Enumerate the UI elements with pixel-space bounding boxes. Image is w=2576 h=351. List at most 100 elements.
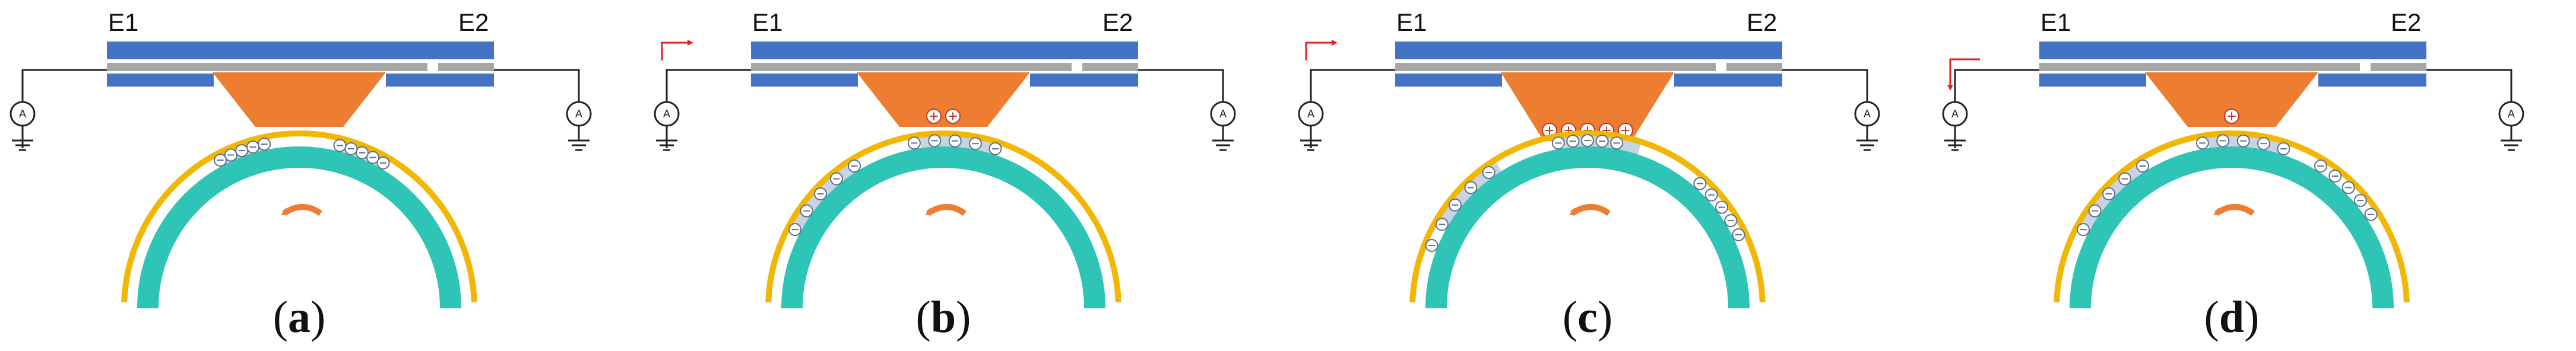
ammeter-label: A <box>1864 108 1871 120</box>
electrode-label-e1: E1 <box>752 8 782 36</box>
tip <box>2145 72 2318 127</box>
negative-charge-icon <box>1595 135 1609 148</box>
rotor <box>137 146 461 309</box>
ammeter-icon: A <box>1942 101 1968 127</box>
separator-right <box>1082 63 1138 71</box>
negative-charge-icon <box>2118 172 2131 186</box>
rotation-arrow-icon <box>2213 204 2255 216</box>
left-wire <box>1310 69 1395 148</box>
ground-icon <box>2501 126 2522 151</box>
ground-icon <box>1212 126 1234 151</box>
negative-charge-icon <box>2328 169 2342 183</box>
negative-charge-icon <box>1693 177 1707 190</box>
negative-charge-icon <box>333 139 347 152</box>
separator-left <box>2039 63 2360 71</box>
bottom-electrode-right <box>386 74 494 87</box>
right-wire <box>494 69 580 113</box>
negative-charge-icon <box>1581 134 1594 147</box>
left-wire <box>666 69 751 148</box>
ground-icon <box>1300 126 1322 151</box>
ground-icon <box>12 126 33 151</box>
negative-charge-icon <box>2136 159 2150 173</box>
caption-open: ( <box>1563 292 1577 342</box>
negative-charge-icon <box>788 223 802 237</box>
rotation-arrow-icon <box>1569 204 1611 216</box>
panel-caption: (c) <box>1563 292 1612 342</box>
ammeter-label: A <box>663 108 670 120</box>
rotation-arrow-icon <box>281 204 322 216</box>
negative-charge-icon <box>366 151 380 164</box>
ammeter-icon: A <box>1298 101 1324 127</box>
caption-letter: b <box>931 292 956 342</box>
ammeter-label: A <box>1951 108 1959 120</box>
current-arrow-down-icon <box>1947 58 1980 91</box>
film <box>121 130 477 302</box>
ammeter-icon: A <box>1210 101 1236 127</box>
ammeter-label: A <box>19 108 26 120</box>
tip <box>213 72 386 127</box>
electrode-label-e2: E2 <box>1747 8 1777 36</box>
ammeter-label: A <box>2508 108 2515 120</box>
caption-open: ( <box>2204 292 2219 342</box>
negative-charge-icon <box>224 148 237 162</box>
bottom-electrode-left <box>107 74 214 87</box>
ammeter-icon: A <box>566 101 592 127</box>
ground-icon <box>1856 126 1878 151</box>
negative-charge-icon <box>1732 228 1745 241</box>
electrode-label-e1: E1 <box>108 8 138 36</box>
negative-charge-icon <box>2257 137 2270 151</box>
negative-charge-icon <box>235 144 249 158</box>
negative-charge-icon <box>800 204 813 218</box>
caption-close: ) <box>1598 292 1612 342</box>
negative-charge-icon <box>988 142 1002 155</box>
negative-charge-icon <box>1551 136 1565 150</box>
negative-charge-icon <box>2364 208 2378 221</box>
bottom-electrode-right <box>1674 74 1782 87</box>
separator-right <box>2371 63 2426 71</box>
negative-charge-icon <box>258 138 271 151</box>
negative-charge-icon <box>968 137 982 151</box>
film <box>1409 130 1766 302</box>
negative-charge-icon <box>1566 135 1580 148</box>
tip <box>1501 72 1674 141</box>
bottom-electrode-right <box>2318 74 2426 87</box>
negative-charge-icon <box>2195 136 2209 150</box>
top-electrode <box>751 42 1138 59</box>
ammeter-icon: A <box>9 101 36 127</box>
electrode-label-e2: E2 <box>458 8 489 36</box>
negative-charge-icon <box>1704 188 1718 202</box>
negative-charge-icon <box>2236 134 2250 148</box>
negative-charge-icon <box>829 172 843 186</box>
negative-charge-icon <box>2216 134 2230 148</box>
negative-charge-icon <box>2314 159 2327 173</box>
current-arrow-right-icon <box>1305 40 1338 60</box>
positive-charge-icon <box>2224 109 2239 124</box>
negative-charge-icon <box>214 154 227 167</box>
separator-right <box>438 63 494 71</box>
negative-charge-icon <box>2102 187 2116 200</box>
panel-caption: (b) <box>916 292 971 342</box>
left-wire <box>1954 69 2039 148</box>
negative-charge-icon <box>948 134 962 148</box>
right-wire <box>2426 69 2512 113</box>
ground-icon <box>656 126 677 151</box>
negative-charge-icon <box>344 142 358 155</box>
bottom-electrode-left <box>751 74 858 87</box>
bottom-electrode-left <box>2039 74 2146 87</box>
negative-charge-icon <box>246 140 259 154</box>
current-arrow-right-icon <box>661 40 693 60</box>
caption-open: ( <box>916 292 931 342</box>
ammeter-label: A <box>575 108 582 120</box>
negative-charge-icon <box>2077 223 2090 237</box>
right-wire <box>1782 69 1868 113</box>
rotor <box>2070 146 2394 309</box>
caption-close: ) <box>956 292 971 342</box>
ammeter-icon: A <box>654 101 680 127</box>
panel-caption: (d) <box>2204 292 2260 342</box>
ammeter-icon: A <box>1854 101 1880 127</box>
electrode-label-e2: E2 <box>2391 8 2421 36</box>
